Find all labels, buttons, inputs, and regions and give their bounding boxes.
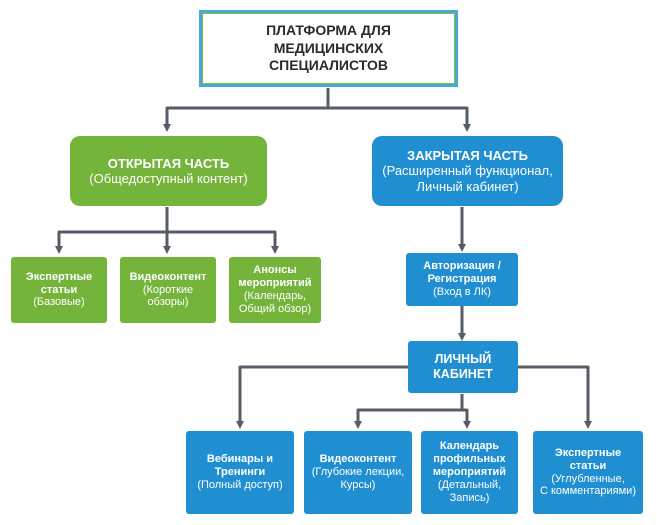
cabinet-child-webinars: Вебинары и Тренинги (Полный доступ) [186, 431, 294, 514]
open-child-title: Видеоконтент [129, 270, 207, 283]
open-child-subtitle: (Короткие обзоры) [142, 283, 194, 309]
open-child-articles: Экспертные статьи (Базовые) [11, 257, 107, 323]
cabinet-child-subtitle: (Углубленные, С комментариями) [540, 472, 636, 498]
open-child-title: Экспертные статьи [25, 270, 93, 296]
open-child-subtitle: (Базовые) [33, 296, 85, 309]
cabinet-child-title: Вебинары и Тренинги [206, 453, 274, 479]
closed-part-title: ЗАКРЫТАЯ ЧАСТЬ [407, 148, 528, 163]
cabinet-child-video: Видеоконтент (Глубокие лекции, Курсы) [304, 431, 412, 514]
cabinet-child-title: Экспертные статьи [554, 446, 622, 472]
connector-cabinet-mid [354, 394, 464, 429]
cabinet-child-calendar: Календарь профильных мероприятий (Деталь… [421, 431, 518, 514]
cabinet-child-title: Календарь профильных мероприятий [432, 440, 507, 479]
closed-part-node: ЗАКРЫТАЯ ЧАСТЬ (Расширенный функционал, … [372, 136, 563, 206]
connector-cabinet-left [236, 365, 408, 429]
open-child-events: Анонсы мероприятий (Календарь, Общий обз… [229, 257, 321, 323]
cabinet-child-articles: Экспертные статьи (Углубленные, С коммен… [533, 431, 643, 514]
open-child-video: Видеоконтент (Короткие обзоры) [120, 257, 216, 323]
connector-cabinet-right [518, 365, 592, 429]
connector-root-open [163, 88, 330, 132]
cabinet-child-title: Видеоконтент [319, 453, 397, 466]
auth-title: Авторизация / Регистрация [423, 260, 501, 286]
cabinet-child-subtitle: (Детальный, Запись) [437, 478, 502, 504]
connector-open-right [167, 230, 279, 254]
cabinet-title: ЛИЧНЫЙ КАБИНЕТ [433, 352, 493, 381]
cabinet-child-subtitle: (Глубокие лекции, Курсы) [311, 466, 405, 491]
open-part-node: ОТКРЫТАЯ ЧАСТЬ (Общедоступный контент) [70, 136, 267, 206]
cabinet-node: ЛИЧНЫЙ КАБИНЕТ [408, 341, 518, 393]
root-title: ПЛАТФОРМА ДЛЯ МЕДИЦИНСКИХ СПЕЦИАЛИСТОВ [266, 22, 391, 74]
open-part-subtitle: (Общедоступный контент) [89, 171, 248, 186]
connector-open-left [55, 230, 167, 254]
connector-cabinet-midright [462, 408, 471, 429]
auth-node: Авторизация / Регистрация (Вход в ЛК) [406, 253, 518, 306]
root-node: ПЛАТФОРМА ДЛЯ МЕДИЦИНСКИХ СПЕЦИАЛИСТОВ [199, 10, 458, 87]
auth-subtitle: (Вход в ЛК) [433, 285, 491, 298]
connector-root-closed [328, 106, 471, 132]
open-child-title: Анонсы мероприятий [238, 264, 312, 290]
closed-part-subtitle: (Расширенный функционал, Личный кабинет) [382, 163, 553, 194]
open-child-subtitle: (Календарь, Общий обзор) [238, 290, 312, 315]
cabinet-child-subtitle: (Полный доступ) [197, 478, 283, 491]
open-part-title: ОТКРЫТАЯ ЧАСТЬ [107, 155, 230, 171]
